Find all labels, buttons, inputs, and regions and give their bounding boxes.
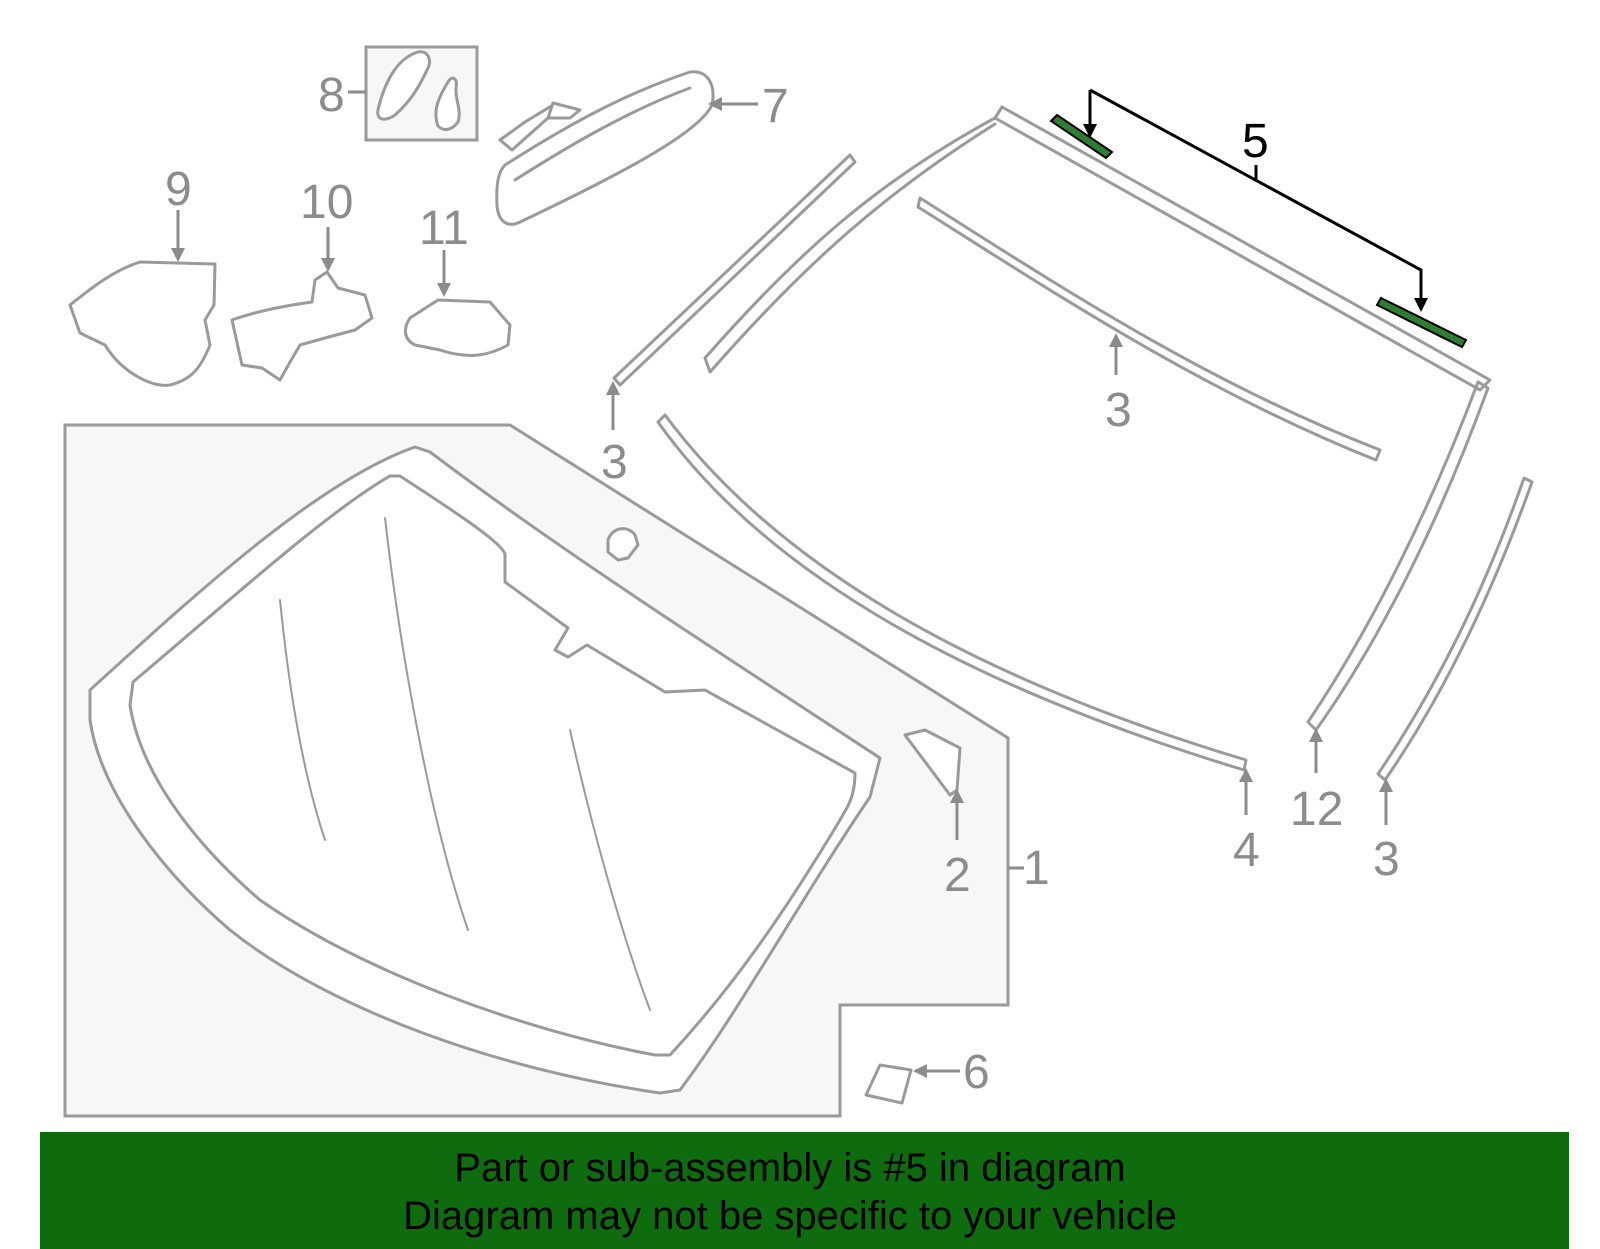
info-banner: Part or sub-assembly is #5 in diagram Di… (40, 1132, 1569, 1249)
callout-9: 9 (165, 163, 192, 216)
banner-line-1: Part or sub-assembly is #5 in diagram (454, 1146, 1126, 1190)
part-2-plate (903, 728, 962, 797)
part-4-lower-moulding (656, 413, 1248, 772)
banner-line-2: Diagram may not be specific to your vehi… (403, 1194, 1177, 1238)
callout-5: 5 (1242, 115, 1269, 168)
callout-10: 10 (300, 176, 353, 229)
callout-3-right: 3 (1373, 833, 1400, 886)
callout-11: 11 (419, 202, 469, 255)
part-11-cover (403, 298, 512, 357)
part-10-cover (230, 270, 374, 382)
callout-6: 6 (963, 1046, 990, 1099)
part-12-side-moulding (1306, 380, 1490, 732)
callout-4: 4 (1233, 824, 1260, 877)
callout-3-upper: 3 (1105, 384, 1132, 437)
part-3-right-moulding (1376, 476, 1534, 782)
windshield-frame-moulding (703, 105, 1004, 374)
part-5-moulding-strips (1049, 113, 1468, 349)
part-3-upper-moulding (916, 196, 1382, 462)
part-8-clips (364, 45, 479, 142)
callout-3-left: 3 (601, 436, 628, 489)
callout-12: 12 (1290, 783, 1343, 836)
part-6-clip (864, 1063, 913, 1105)
part-9-cover (68, 260, 217, 387)
callout-7: 7 (762, 80, 789, 133)
part-3-left-moulding (612, 153, 857, 387)
callout-1: 1 (1023, 842, 1050, 895)
part-7-rearview-mirror (495, 70, 715, 226)
callout-leaders (171, 90, 1393, 1078)
part-5-leader (1083, 88, 1428, 312)
sensor-bracket (606, 527, 640, 562)
windshield-glass (88, 445, 882, 1095)
callout-8: 8 (318, 69, 345, 122)
callout-2: 2 (944, 849, 971, 902)
